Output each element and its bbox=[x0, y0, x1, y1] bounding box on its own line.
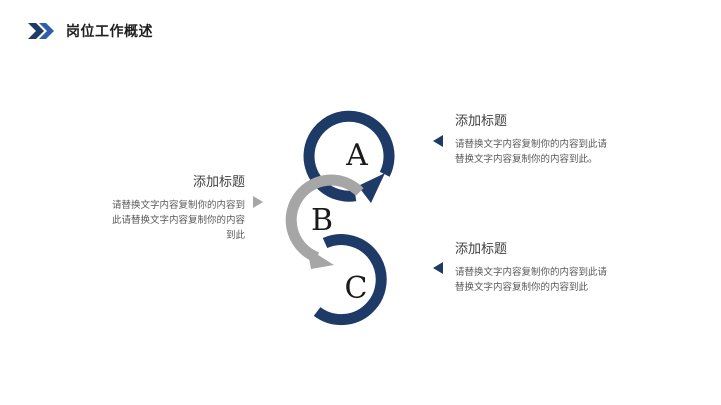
circle-a-arc bbox=[303, 110, 395, 202]
block-right-bottom-body: 请替换文字内容复制你的内容到此请替换文字内容复制你的内容到此 bbox=[455, 267, 608, 293]
circle-b-letter: B bbox=[311, 203, 333, 238]
circle-b-arc bbox=[285, 174, 364, 263]
pointer-left-icon bbox=[253, 196, 263, 208]
arrow-a-head bbox=[358, 173, 385, 203]
pointer-right-top-icon bbox=[433, 135, 443, 147]
double-chevron-icon bbox=[28, 23, 54, 39]
block-right-top-body: 请替换文字内容复制你的内容到此请替换文字内容复制你的内容到此。 bbox=[455, 139, 608, 165]
text-block-left: 添加标题 请替换文字内容复制你的内容到此请替换文字内容复制你的内容到此 bbox=[110, 171, 245, 243]
block-left-title: 添加标题 bbox=[192, 175, 245, 190]
block-left-body: 请替换文字内容复制你的内容到此请替换文字内容复制你的内容到此 bbox=[111, 200, 245, 241]
text-block-right-bottom: 添加标题 请替换文字内容复制你的内容到此请替换文字内容复制你的内容到此 bbox=[455, 238, 615, 295]
circle-c-arc bbox=[313, 234, 387, 326]
circle-a-letter: A bbox=[345, 138, 368, 173]
pointer-right-bottom-icon bbox=[433, 262, 443, 274]
page-title: 岗位工作概述 bbox=[66, 24, 153, 40]
text-block-right-top: 添加标题 请替换文字内容复制你的内容到此请替换文字内容复制你的内容到此。 bbox=[455, 110, 615, 167]
circle-c-letter: C bbox=[345, 271, 368, 306]
block-right-bottom-title: 添加标题 bbox=[455, 242, 508, 257]
arrow-b-head bbox=[307, 248, 334, 269]
slide-header: 岗位工作概述 bbox=[28, 20, 153, 42]
block-right-top-title: 添加标题 bbox=[455, 114, 508, 129]
